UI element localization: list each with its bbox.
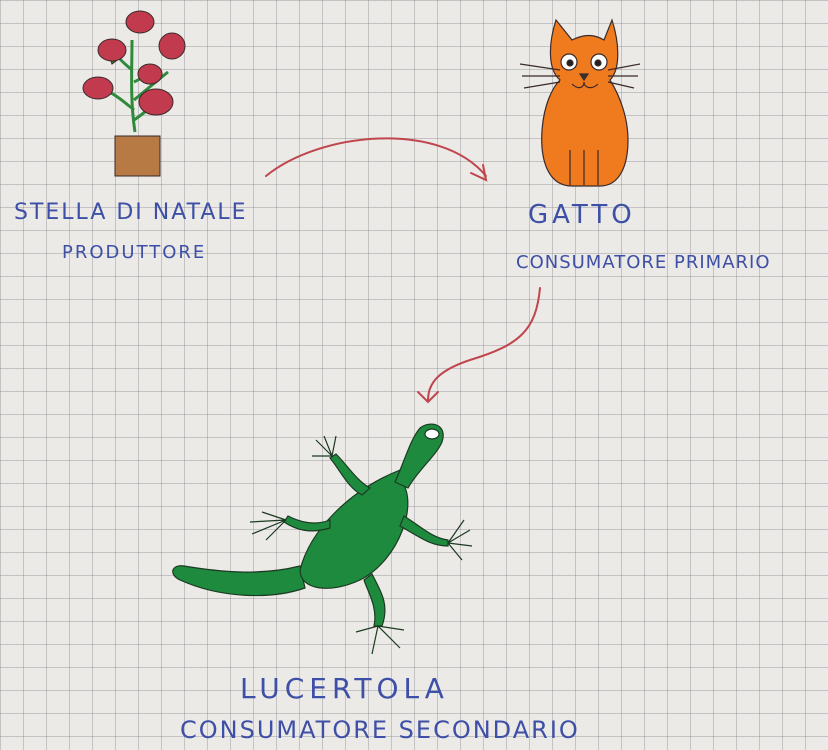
secondary-name: LUCERTOLA xyxy=(240,672,449,705)
primary-name: GATTO xyxy=(528,200,636,230)
secondary-role: CONSUMATORE SECONDARIO xyxy=(180,716,580,744)
primary-role: CONSUMATORE PRIMARIO xyxy=(516,252,771,273)
producer-role: PRODUTTORE xyxy=(62,242,207,263)
arrow-producer-to-cat xyxy=(265,137,488,182)
producer-name: STELLA DI NATALE xyxy=(14,200,248,225)
arrow-cat-to-lizard xyxy=(417,287,541,404)
